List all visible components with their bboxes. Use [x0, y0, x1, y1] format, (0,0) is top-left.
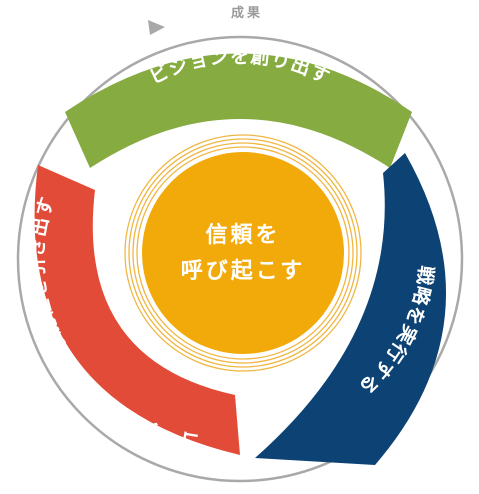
- outer-ring-arrow-icon: [148, 20, 165, 35]
- outer-ring: [16, 35, 464, 483]
- segment-right-strategy: [255, 153, 447, 465]
- segment-top-vision: [65, 53, 412, 168]
- segment-left-coaching: [34, 165, 241, 455]
- center-label-line2: 呼び起こす: [181, 259, 306, 284]
- center-disc: [142, 152, 344, 354]
- center-rings: [124, 134, 362, 372]
- center-label-line1: 信頼を: [205, 222, 280, 248]
- outcome-label: 成果: [231, 5, 263, 21]
